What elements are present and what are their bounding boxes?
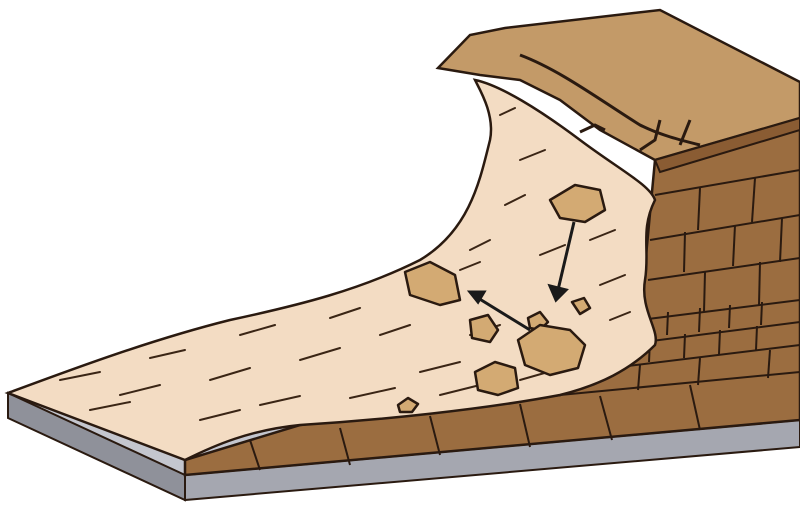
rockfall-diagram xyxy=(0,0,800,516)
